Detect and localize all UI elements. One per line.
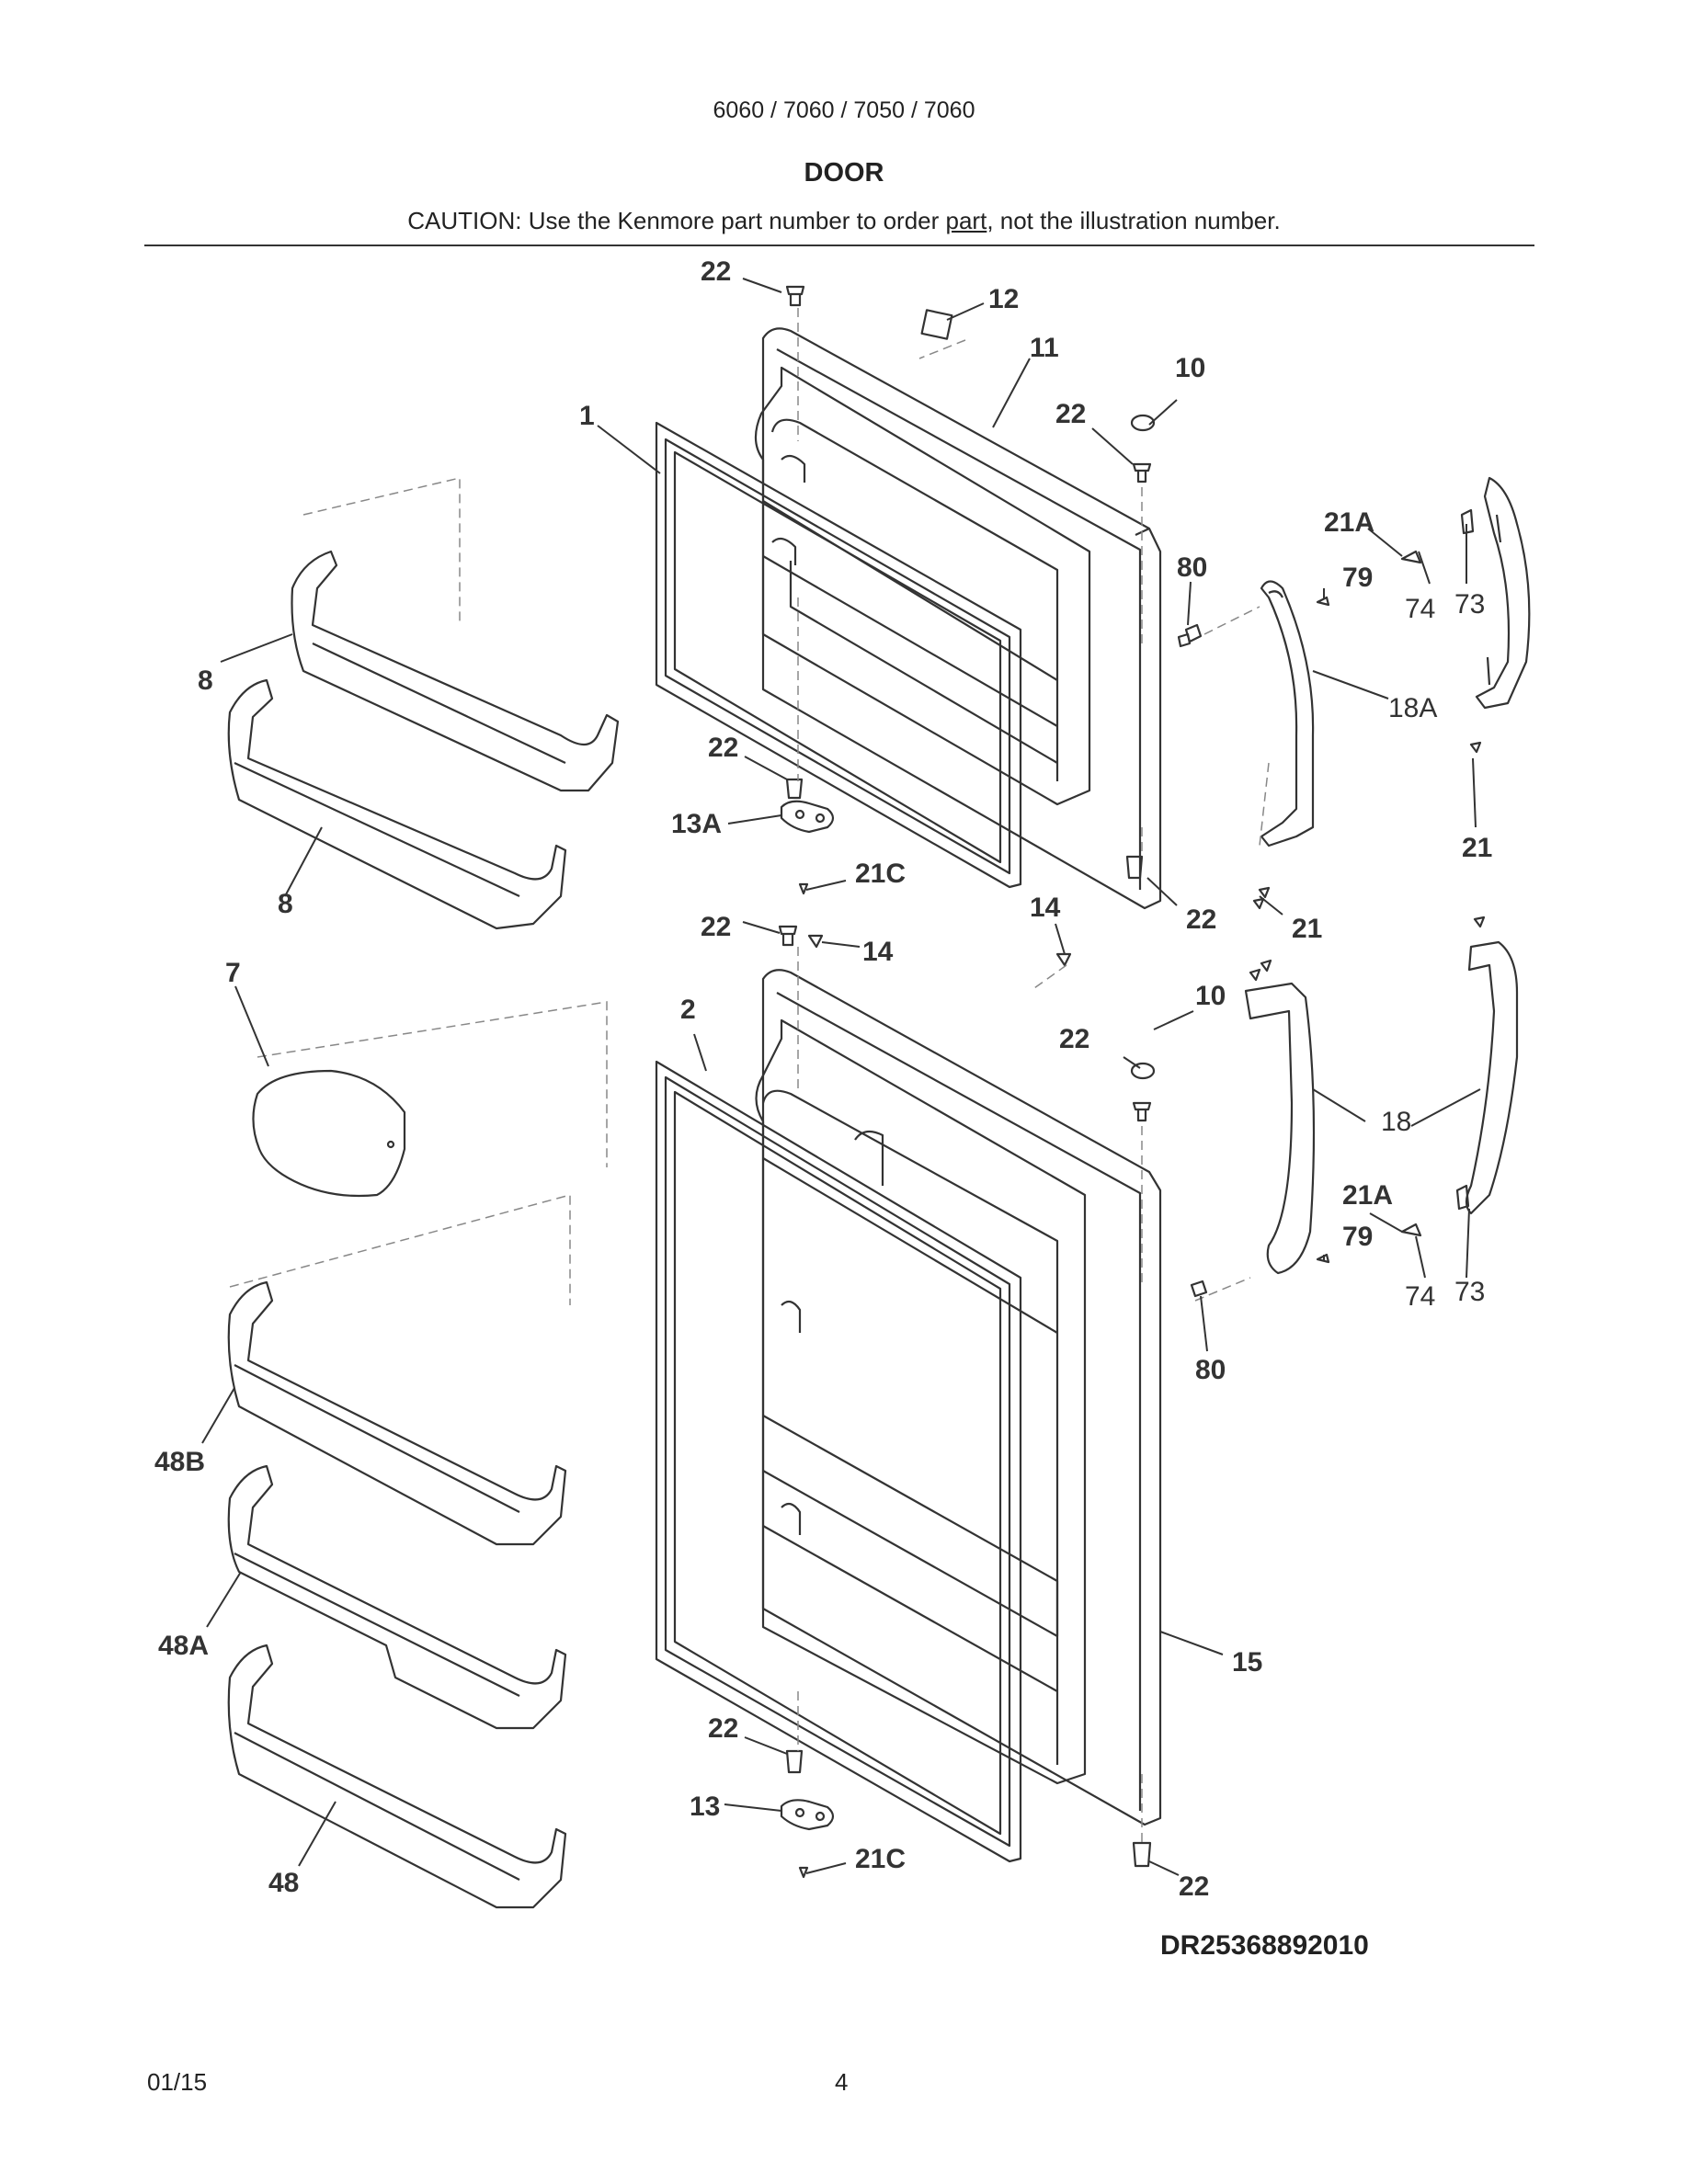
callout-21: 21 <box>1462 833 1492 863</box>
screw-22-upper-right <box>1132 462 1152 483</box>
callout-13A: 13A <box>671 809 722 839</box>
callout-12: 12 <box>988 284 1019 314</box>
screw-21A-top <box>1400 550 1422 564</box>
fresh-food-door-liner <box>755 1018 1087 1785</box>
callout-10: 10 <box>1175 353 1205 383</box>
callout-48A: 48A <box>158 1631 209 1661</box>
callout-10: 10 <box>1195 981 1226 1011</box>
callout-48: 48 <box>268 1868 299 1898</box>
freezer-door-liner <box>754 366 1091 806</box>
callout-18A: 18A <box>1388 693 1437 723</box>
caution-note: CAUTION: Use the Kenmore part number to … <box>0 207 1688 235</box>
callout-13: 13 <box>690 1792 720 1822</box>
callout-7: 7 <box>225 958 241 988</box>
bushing-22-upper <box>785 778 804 800</box>
ice-bin-7[interactable] <box>252 1069 406 1198</box>
model-numbers: 6060 / 7060 / 7050 / 7060 <box>713 97 975 123</box>
screw-21C-upper <box>798 882 809 895</box>
header-divider <box>144 245 1534 246</box>
callout-21C: 21C <box>855 1844 906 1874</box>
screw-14-right <box>1055 952 1072 967</box>
caution-text: CAUTION: Use the Kenmore part number to … <box>407 207 946 234</box>
callout-18: 18 <box>1381 1107 1411 1137</box>
screw-21C-lower <box>798 1866 809 1879</box>
freezer-handle-18A[interactable] <box>1260 580 1315 847</box>
caution-part-link[interactable]: part <box>945 207 987 234</box>
bushing-22-bottom <box>1132 1841 1152 1868</box>
hinge-pin-80-top <box>1177 623 1203 648</box>
door-bin-48A <box>227 1464 567 1730</box>
callout-22: 22 <box>1179 1871 1209 1902</box>
callout-21A: 21A <box>1342 1180 1393 1211</box>
callout-79: 79 <box>1342 563 1373 593</box>
screw-22-lower-right <box>1132 1101 1152 1122</box>
hinge-pin-80-lower <box>1190 1280 1208 1298</box>
screws-21-mid <box>1249 741 1486 982</box>
bushing-22-lower <box>785 1749 804 1774</box>
screw-22-mid-top <box>778 925 798 947</box>
door-bin-48 <box>227 1644 567 1909</box>
callout-14: 14 <box>862 937 894 967</box>
screw-79-top <box>1316 596 1330 607</box>
plug-10-lower <box>1130 1062 1156 1080</box>
section-title: DOOR <box>804 158 884 188</box>
freezer-shelf-8-upper <box>291 550 620 792</box>
callout-14: 14 <box>1030 893 1061 923</box>
callout-8: 8 <box>198 665 213 696</box>
screw-22-top <box>785 285 805 307</box>
callout-22: 22 <box>1186 904 1216 935</box>
drawing-code: DR25368892010 <box>1160 1930 1369 1961</box>
freezer-shelf-8-lower <box>227 678 567 930</box>
callout-73: 73 <box>1454 1277 1485 1307</box>
callout-79: 79 <box>1342 1222 1373 1252</box>
callout-74: 74 <box>1405 1281 1435 1312</box>
bushing-22-mid <box>1125 855 1144 880</box>
freezer-gasket[interactable] <box>655 421 1022 889</box>
page-number: 4 <box>835 2068 849 2096</box>
callout-48B: 48B <box>154 1447 205 1477</box>
callout-22: 22 <box>1055 399 1086 429</box>
callout-1: 1 <box>579 401 595 431</box>
door-bin-48B <box>227 1280 567 1546</box>
callout-22: 22 <box>701 256 731 287</box>
freezer-handle-bracket-18A <box>1460 476 1531 710</box>
fresh-food-handle-bracket-18 <box>1455 940 1519 1215</box>
callout-21A: 21A <box>1324 507 1374 538</box>
fresh-food-gasket[interactable] <box>655 1060 1022 1863</box>
screw-21A-lower <box>1400 1223 1422 1237</box>
callout-80: 80 <box>1195 1355 1226 1385</box>
hinge-13 <box>780 1799 835 1831</box>
hinge-13A <box>780 800 835 834</box>
callout-73: 73 <box>1454 589 1485 620</box>
callout-22: 22 <box>708 1713 738 1744</box>
callout-21C: 21C <box>855 859 906 889</box>
label-12 <box>920 309 953 340</box>
callout-8: 8 <box>278 889 293 919</box>
callout-74: 74 <box>1405 594 1435 624</box>
callout-80: 80 <box>1177 552 1207 583</box>
plug-10-top <box>1130 414 1156 432</box>
fresh-food-handle-18[interactable] <box>1244 982 1316 1275</box>
callout-2: 2 <box>680 995 696 1025</box>
callout-22: 22 <box>1059 1024 1089 1054</box>
revision-date: 01/15 <box>147 2068 208 2096</box>
fresh-food-door-outer <box>761 969 1162 1826</box>
callout-15: 15 <box>1232 1647 1262 1678</box>
callout-22: 22 <box>701 912 731 942</box>
screw-14-small <box>807 934 824 949</box>
callout-11: 11 <box>1030 333 1059 363</box>
callout-21: 21 <box>1292 914 1322 944</box>
caution-text-end: , not the illustration number. <box>987 207 1281 234</box>
callout-22: 22 <box>708 733 738 763</box>
